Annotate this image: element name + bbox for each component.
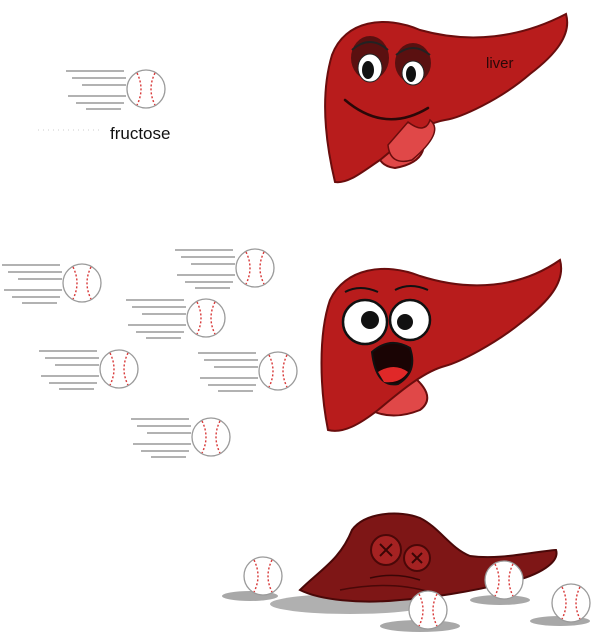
baseball-icon	[186, 298, 226, 338]
liver-label: liver	[486, 55, 514, 72]
baseball-icon	[484, 560, 524, 600]
baseball-icon	[191, 417, 231, 457]
baseball-icon	[551, 583, 591, 623]
happy-liver-icon	[323, 12, 569, 184]
baseball-icon	[258, 351, 298, 391]
baseball-icon	[62, 263, 102, 303]
fructose-label: fructose	[110, 124, 170, 143]
baseball-icon	[126, 69, 166, 109]
baseball-icon	[235, 248, 275, 288]
baseball-icon	[243, 556, 283, 596]
baseball-icon	[408, 590, 448, 630]
stressed-liver-icon	[320, 258, 563, 432]
baseball-icon	[99, 349, 139, 389]
motion-lines	[65, 70, 127, 110]
